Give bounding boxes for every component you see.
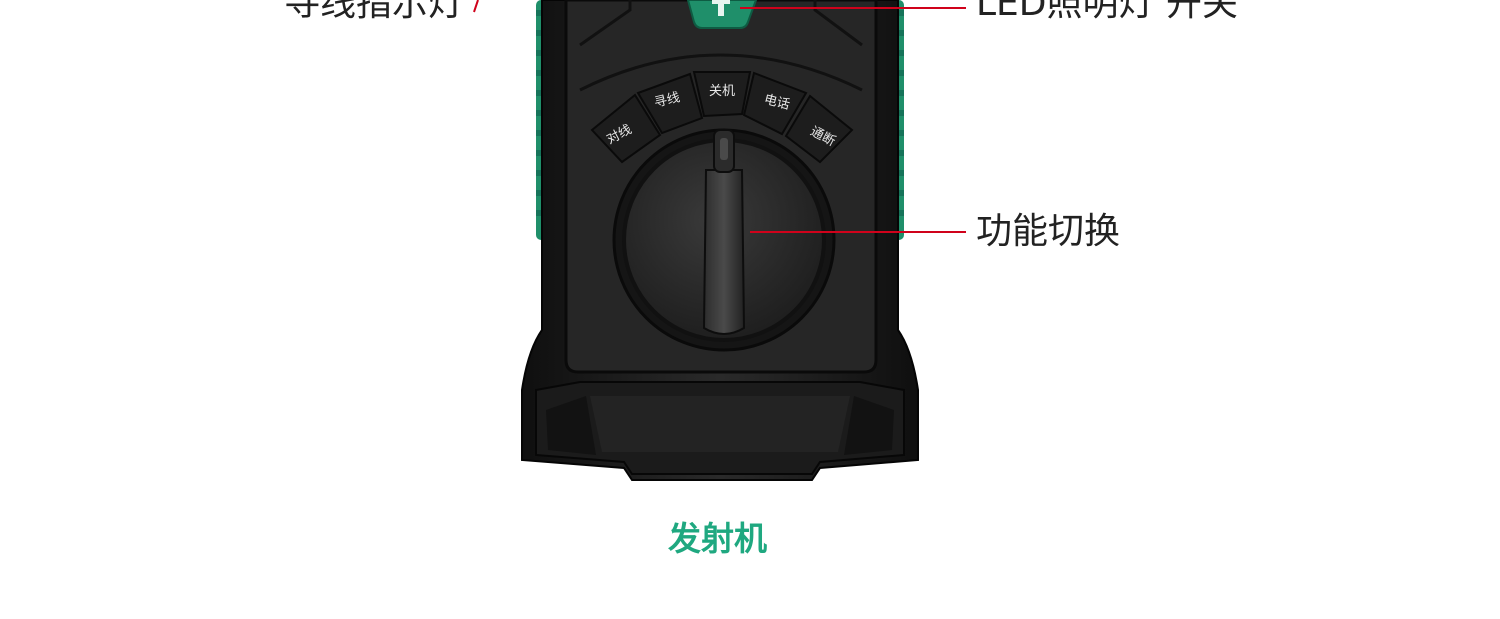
function-knob[interactable] bbox=[612, 128, 836, 352]
callout-function-switch: 功能切换 bbox=[976, 211, 1121, 252]
callout-led-switch: LED照明灯 开关 bbox=[976, 0, 1238, 24]
callout-wire-indicator: 寻线指示灯 bbox=[284, 0, 465, 24]
device-base bbox=[535, 381, 905, 475]
top-panel-lines bbox=[579, 0, 863, 47]
dial-label-trace: 寻线 bbox=[653, 90, 682, 111]
panel-arc-line bbox=[579, 53, 863, 92]
leader-line-indicator bbox=[473, 0, 479, 13]
device-caption: 发射机 bbox=[668, 519, 767, 558]
dial-label-off: 关机 bbox=[709, 84, 735, 99]
led-switch-button[interactable] bbox=[686, 0, 758, 29]
grip-ridges bbox=[536, 10, 904, 216]
dial-label-phone: 电话 bbox=[762, 92, 791, 113]
dial-segments bbox=[590, 71, 854, 164]
